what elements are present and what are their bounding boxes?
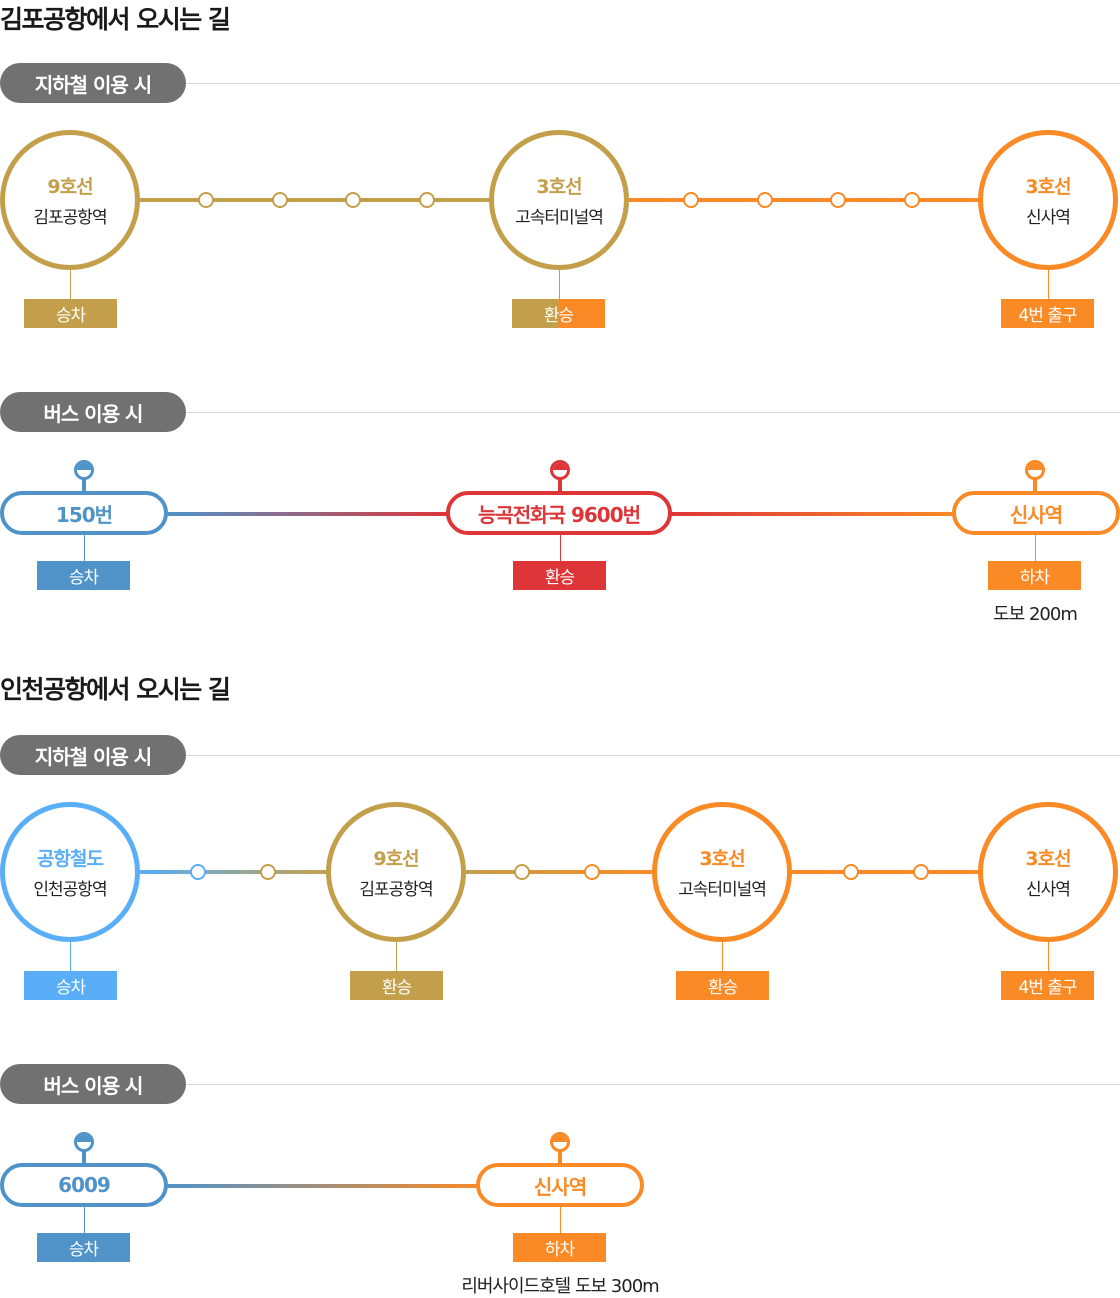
alight-tag: 하차 xyxy=(988,561,1081,590)
station-dot xyxy=(904,192,920,208)
gimpo-bus-heading: 버스 이용 시 xyxy=(0,392,186,432)
boarding-tag: 승차 xyxy=(24,971,117,1000)
station-dot xyxy=(345,192,361,208)
exit-tag: 4번 출구 xyxy=(1001,971,1094,1000)
exit-tag: 4번 출구 xyxy=(1001,299,1094,328)
station-dot xyxy=(419,192,435,208)
station-dot xyxy=(260,864,276,880)
tag-connector xyxy=(70,270,71,300)
walk-note: 도보 200m xyxy=(993,604,1078,625)
station-circle-gimpo: 9호선 김포공항역 xyxy=(326,802,466,942)
station-name: 고속터미널역 xyxy=(515,208,604,228)
line-label: 3호선 xyxy=(1025,176,1071,198)
station-dot xyxy=(830,192,846,208)
station-name: 김포공항역 xyxy=(359,880,433,900)
section-divider xyxy=(186,83,1120,84)
transfer-tag: 환승 xyxy=(350,971,443,1000)
bus-node-150: 150번 xyxy=(0,491,168,535)
walk-note: 리버사이드호텔 도보 300m xyxy=(461,1276,659,1297)
station-dot xyxy=(514,864,530,880)
station-circle-express-terminal: 3호선 고속터미널역 xyxy=(489,130,629,270)
station-dot xyxy=(584,864,600,880)
tag-connector xyxy=(722,942,723,972)
line-label: 9호선 xyxy=(47,176,93,198)
station-dot xyxy=(272,192,288,208)
line-9-segment xyxy=(466,870,656,874)
station-dot xyxy=(913,864,929,880)
section-divider xyxy=(186,755,1120,756)
station-dot xyxy=(843,864,859,880)
transfer-tag: 환승 xyxy=(512,299,605,328)
boarding-tag: 승차 xyxy=(37,561,130,590)
line-label: 3호선 xyxy=(536,176,582,198)
station-dot xyxy=(683,192,699,208)
station-dot xyxy=(190,864,206,880)
bus-stop-pin-icon xyxy=(74,460,94,480)
bus-route-segment xyxy=(166,1184,480,1188)
alight-tag: 하차 xyxy=(513,1233,606,1262)
station-circle-sinsa: 3호선 신사역 xyxy=(978,802,1118,942)
bus-route-segment xyxy=(670,512,954,516)
line-3-segment xyxy=(628,198,978,202)
section-divider xyxy=(186,412,1120,413)
pin-stem xyxy=(558,479,562,491)
station-name: 김포공항역 xyxy=(33,208,107,228)
airport-rail-segment xyxy=(140,870,330,874)
bus-node-sinsa: 신사역 xyxy=(952,491,1120,535)
pin-stem xyxy=(1033,479,1037,491)
station-circle-sinsa: 3호선 신사역 xyxy=(978,130,1118,270)
bus-node-sinsa: 신사역 xyxy=(476,1163,644,1207)
incheon-title: 인천공항에서 오시는 길 xyxy=(0,675,231,704)
tag-connector xyxy=(1035,535,1036,562)
transfer-tag: 환승 xyxy=(676,971,769,1000)
bus-node-6009: 6009 xyxy=(0,1163,168,1207)
pin-stem xyxy=(82,479,86,491)
station-name: 인천공항역 xyxy=(33,880,107,900)
pin-stem xyxy=(558,1151,562,1163)
boarding-tag: 승차 xyxy=(37,1233,130,1262)
tag-connector xyxy=(84,535,85,562)
transfer-tag: 환승 xyxy=(513,561,606,590)
tag-connector xyxy=(1048,270,1049,300)
tag-connector xyxy=(559,270,560,300)
pin-stem xyxy=(82,1151,86,1163)
bus-stop-pin-icon xyxy=(550,1132,570,1152)
station-circle-gimpo: 9호선 김포공항역 xyxy=(0,130,140,270)
section-divider xyxy=(186,1084,1120,1085)
line-label: 3호선 xyxy=(699,848,745,870)
station-name: 신사역 xyxy=(1026,208,1071,228)
line-label: 3호선 xyxy=(1025,848,1071,870)
tag-connector xyxy=(1048,942,1049,972)
line-3-segment xyxy=(792,870,982,874)
bus-stop-pin-icon xyxy=(550,460,570,480)
bus-stop-pin-icon xyxy=(74,1132,94,1152)
station-circle-express-terminal: 3호선 고속터미널역 xyxy=(652,802,792,942)
incheon-bus-heading: 버스 이용 시 xyxy=(0,1064,186,1104)
gimpo-title: 김포공항에서 오시는 길 xyxy=(0,5,231,34)
bus-route-segment xyxy=(166,512,448,516)
line-label: 9호선 xyxy=(373,848,419,870)
incheon-subway-heading: 지하철 이용 시 xyxy=(0,735,186,775)
station-dot xyxy=(757,192,773,208)
tag-connector xyxy=(84,1207,85,1234)
line-9-segment xyxy=(140,198,490,202)
gimpo-subway-heading: 지하철 이용 시 xyxy=(0,63,186,103)
tag-connector xyxy=(396,942,397,972)
station-name: 신사역 xyxy=(1026,880,1071,900)
tag-connector xyxy=(70,942,71,972)
line-label: 공항철도 xyxy=(37,848,104,870)
station-circle-incheon: 공항철도 인천공항역 xyxy=(0,802,140,942)
station-name: 고속터미널역 xyxy=(678,880,767,900)
station-dot xyxy=(198,192,214,208)
tag-connector xyxy=(560,1207,561,1234)
boarding-tag: 승차 xyxy=(24,299,117,328)
bus-node-9600: 능곡전화국 9600번 xyxy=(446,491,672,535)
bus-stop-pin-icon xyxy=(1025,460,1045,480)
tag-connector xyxy=(560,535,561,562)
